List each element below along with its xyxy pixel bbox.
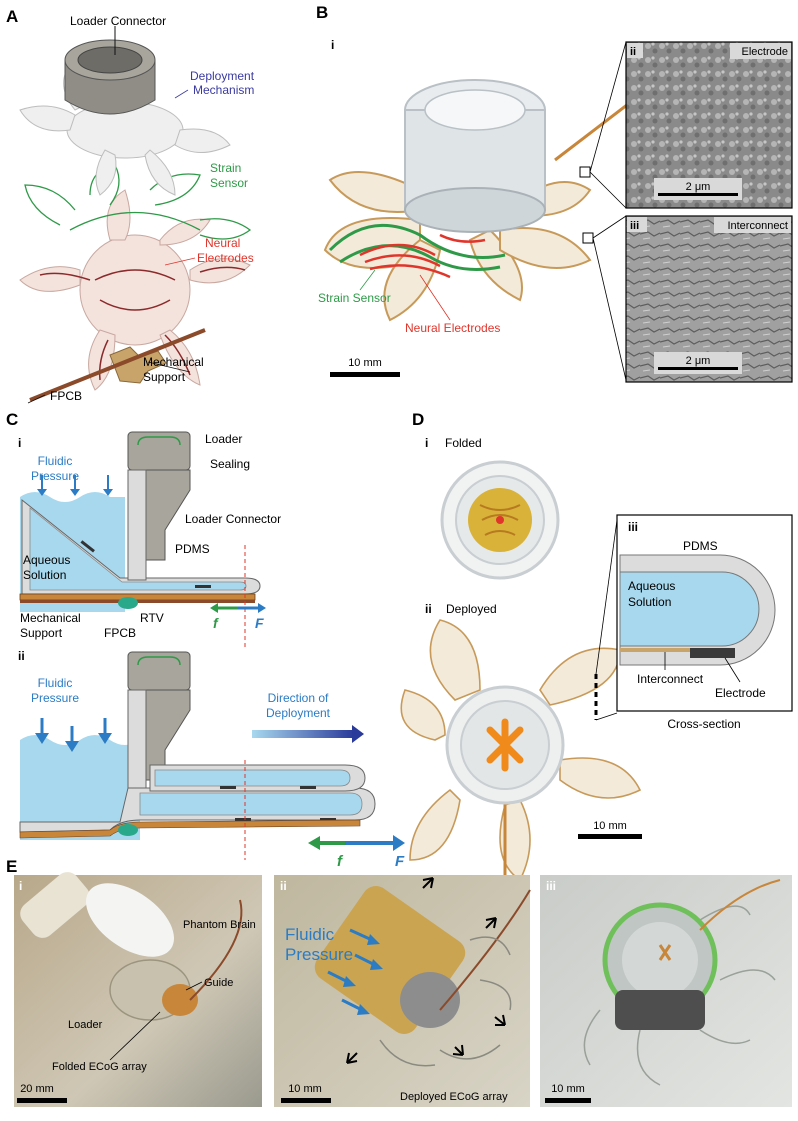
panel-b: B i — [316, 3, 793, 383]
panel-a: A — [6, 7, 255, 404]
panel-a-letter: A — [6, 7, 18, 26]
a-label-mech-1: Mechanical — [143, 355, 204, 369]
c-label-loader-connector: Loader Connector — [185, 512, 281, 526]
e-label-guide: Guide — [204, 977, 233, 989]
d-label-aqueous-2: Solution — [628, 595, 671, 609]
a-label-mech-2: Support — [143, 370, 186, 384]
e-label-deployed-array: Deployed ECoG array — [400, 1091, 508, 1103]
b-device-photo — [323, 41, 641, 381]
e-sub-iii: iii — [546, 879, 556, 893]
c-i-diagram — [19, 431, 266, 650]
b-scale-iii-bar — [658, 367, 738, 370]
d-label-pdms: PDMS — [683, 539, 718, 553]
c-i-f-small: f — [213, 615, 219, 631]
a-label-loader-connector: Loader Connector — [70, 14, 166, 28]
e-ii-scale-label: 10 mm — [288, 1083, 322, 1095]
panel-b-letter: B — [316, 3, 328, 22]
c-ii-fluidic-2: Pressure — [31, 691, 79, 705]
c-ii-F-big: F — [395, 853, 405, 870]
b-sub-iii: iii — [630, 220, 639, 232]
c-label-loader: Loader — [205, 432, 242, 446]
e-sub-ii: ii — [280, 879, 287, 893]
c-direction-1: Direction of — [268, 691, 329, 705]
electrode-traces — [39, 266, 246, 381]
c-i-fluidic-1: Fluidic — [38, 454, 73, 468]
d-folded-photo — [440, 460, 560, 580]
e-ii-fluidic-2: Pressure — [285, 945, 353, 964]
b-scale-iii-label: 2 μm — [686, 355, 711, 367]
c-ii-fluidic-1: Fluidic — [38, 676, 73, 690]
c-label-pdms: PDMS — [175, 542, 210, 556]
b-sub-ii: ii — [630, 46, 636, 58]
b-label-strain: Strain Sensor — [318, 291, 391, 305]
e-ii-fluidic-1: Fluidic — [285, 925, 335, 944]
c-sub-i: i — [18, 436, 21, 450]
c-sub-ii: ii — [18, 649, 25, 663]
d-sub-ii: ii — [425, 602, 432, 616]
e-label-loader: Loader — [68, 1019, 103, 1031]
c-label-mech-1: Mechanical — [20, 611, 81, 625]
panel-c-letter: C — [6, 410, 18, 429]
d-label-deployed: Deployed — [446, 602, 497, 616]
c-ii-diagram — [19, 651, 405, 860]
b-scale-ii-label: 2 μm — [686, 181, 711, 193]
d-label-aqueous-1: Aqueous — [628, 579, 675, 593]
e-sub-i: i — [19, 879, 22, 893]
d-cross-section-diagram — [619, 554, 776, 683]
a-label-strain-2: Sensor — [210, 176, 248, 190]
e-i-scale-label: 20 mm — [20, 1083, 54, 1095]
d-label-cross-section: Cross-section — [667, 717, 740, 731]
b-label-interconnect: Interconnect — [727, 220, 788, 232]
panel-d: D i Folded ii Deployed — [400, 410, 793, 882]
d-sub-iii: iii — [628, 520, 638, 534]
b-label-neural: Neural Electrodes — [405, 321, 500, 335]
c-label-sealing: Sealing — [210, 457, 250, 471]
d-label-folded: Folded — [445, 436, 482, 450]
c-direction-2: Deployment — [266, 706, 331, 720]
c-label-aqueous-2: Solution — [23, 568, 66, 582]
b-scale-main-bar — [330, 372, 400, 377]
panel-d-letter: D — [412, 410, 424, 429]
b-label-electrode: Electrode — [742, 46, 788, 58]
panel-c: C i Fluidic Pressure Loader Sealing — [6, 410, 405, 870]
c-label-fpcb: FPCB — [104, 626, 136, 640]
mechanical-support-illustration — [27, 328, 206, 404]
panel-e-letter: E — [6, 857, 17, 876]
d-scale-label: 10 mm — [593, 820, 627, 832]
b-scale-ii-bar — [658, 193, 738, 196]
a-label-deployment-2: Mechanism — [193, 83, 254, 97]
a-label-neural-2: Electrodes — [197, 251, 254, 265]
d-deployed-photo — [400, 619, 642, 882]
e-label-phantom-brain: Phantom Brain — [183, 919, 256, 931]
c-i-fluidic-2: Pressure — [31, 469, 79, 483]
b-scale-main-label: 10 mm — [348, 357, 382, 369]
a-label-strain-1: Strain — [210, 161, 241, 175]
c-label-rtv: RTV — [140, 611, 164, 625]
a-label-deployment-1: Deployment — [190, 69, 255, 83]
electrode-layer-illustration — [19, 189, 251, 391]
e-i-scale-bar — [17, 1098, 67, 1103]
c-label-mech-2: Support — [20, 626, 63, 640]
e-label-folded-array: Folded ECoG array — [52, 1061, 147, 1073]
c-i-F-big: F — [255, 615, 264, 631]
b-sub-i: i — [331, 38, 334, 52]
d-label-interconnect: Interconnect — [637, 672, 704, 686]
a-label-neural-1: Neural — [205, 236, 240, 250]
d-sub-i: i — [425, 436, 428, 450]
a-label-fpcb: FPCB — [50, 389, 82, 403]
loader-connector-illustration — [64, 26, 156, 115]
e-iii-scale-bar — [545, 1098, 591, 1103]
e-ii-scale-bar — [281, 1098, 331, 1103]
panel-e: E i Phantom Brain Guide Loader Folded EC… — [6, 857, 792, 1107]
c-ii-f-small: f — [337, 853, 344, 870]
d-label-electrode: Electrode — [715, 686, 766, 700]
d-scale-bar — [578, 834, 642, 839]
c-label-aqueous-1: Aqueous — [23, 553, 70, 567]
e-iii-scale-label: 10 mm — [551, 1083, 585, 1095]
